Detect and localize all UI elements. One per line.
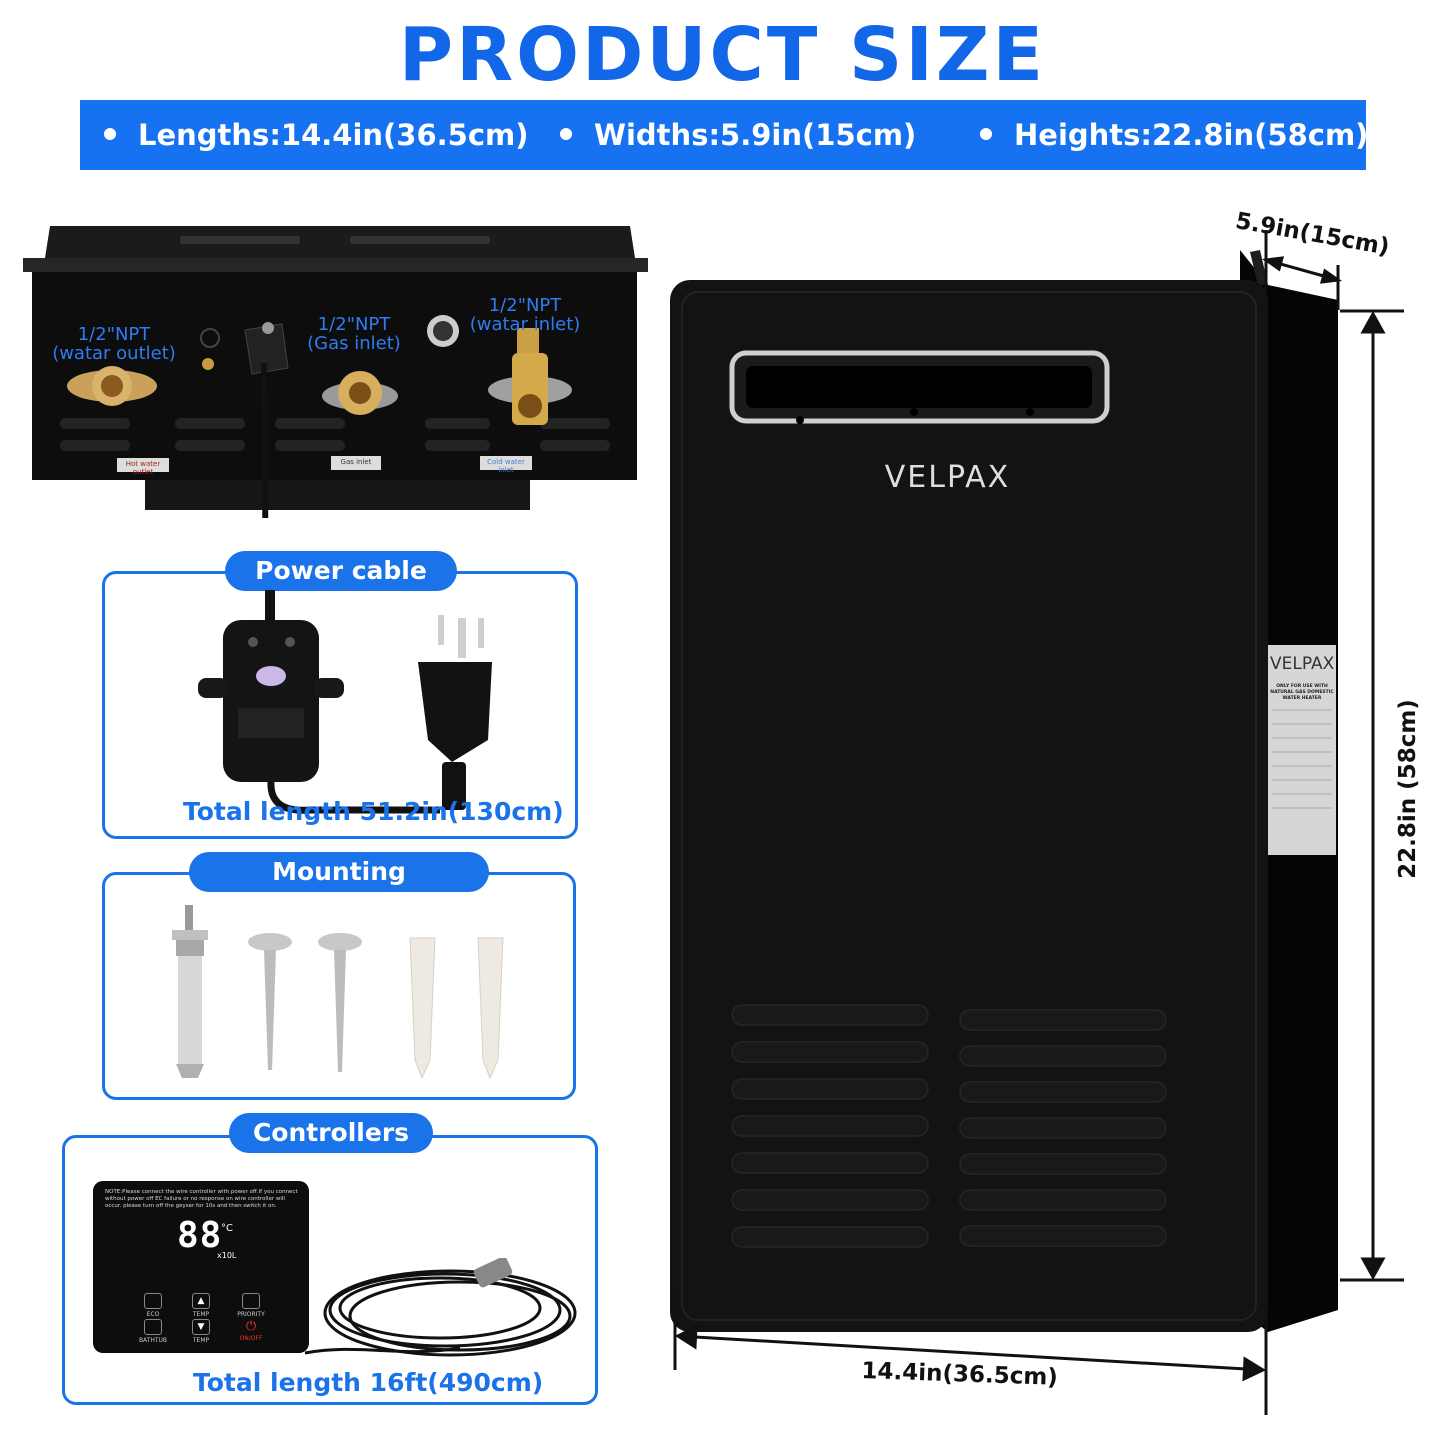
lid-vent <box>180 236 300 244</box>
controller-note: NOTE:Please connect the wire controller … <box>105 1189 298 1209</box>
wall-plug <box>409 937 436 1080</box>
bullet-icon <box>560 128 572 140</box>
port-label-water-outlet: 1/2"NPT (watar outlet) <box>52 324 176 364</box>
button-eco[interactable]: ECO <box>141 1293 165 1318</box>
screw <box>318 933 362 1072</box>
page-title: PRODUCT SIZE <box>398 12 1047 98</box>
port-label-gas-inlet: 1/2"NPT (Gas inlet) <box>307 314 401 354</box>
controller-unit-volume: x10L <box>217 1251 237 1260</box>
mounting-accessories-title: Mounting accessories <box>189 852 489 926</box>
button-temp-down[interactable]: ▼TEMP <box>189 1319 213 1344</box>
port-label-water-inlet: 1/2"NPT (watar inlet) <box>469 295 581 335</box>
controller-cable-length: Total length 16ft(490cm) <box>193 1368 544 1397</box>
power-cable-illustration <box>198 590 492 814</box>
connections-view-illustration <box>23 226 648 518</box>
power-icon: ⏻ <box>245 1319 257 1334</box>
bullet-icon <box>104 128 116 140</box>
bullet-icon <box>980 128 992 140</box>
wall-plug <box>477 937 504 1080</box>
tag-hot-water: Hot water outlet <box>125 460 161 476</box>
spec-height: Heights:22.8in(58cm) <box>980 100 1368 170</box>
tag-cold-water: Cold water inlet <box>487 458 525 474</box>
button-power[interactable]: ⏻ON/OFF <box>231 1319 271 1342</box>
expansion-bolt <box>172 905 208 1078</box>
wire-controller: NOTE:Please connect the wire controller … <box>93 1181 309 1353</box>
controller-cable-coil <box>304 1258 577 1357</box>
rating-label-brand: VELPAX <box>1270 654 1335 674</box>
controller-unit: °C <box>221 1223 233 1234</box>
power-cable-title: Power cable <box>225 551 457 591</box>
water-outlet-fitting <box>67 366 157 406</box>
rating-label <box>1268 645 1336 855</box>
spec-width: Widths:5.9in(15cm) <box>560 100 916 170</box>
button-priority[interactable]: PRIORITY <box>231 1293 271 1318</box>
us-plug <box>438 615 444 645</box>
button-bathtub[interactable]: BATHTUB <box>135 1319 171 1344</box>
lid-vent <box>350 236 490 244</box>
button-temp-up[interactable]: ▲TEMP <box>189 1293 213 1318</box>
power-cable-panel <box>102 571 578 839</box>
tag-gas: Gas inlet <box>340 458 372 466</box>
power-cable-length: Total length 51.2in(130cm) <box>183 797 564 826</box>
mounting-hardware-illustration <box>172 905 504 1080</box>
heater-brand: VELPAX <box>884 460 1011 495</box>
water-inlet-fitting <box>488 328 572 425</box>
gfci-plug <box>223 620 319 782</box>
controllers-title: Controllers <box>229 1113 433 1153</box>
height-measurement: 22.8in (58cm) <box>1395 699 1421 879</box>
dimension-lines <box>673 230 1404 1415</box>
controller-display: 88 <box>177 1215 223 1256</box>
screw <box>248 933 292 1070</box>
water-heater-illustration <box>670 250 1338 1332</box>
heater-front-panel <box>670 280 1268 1332</box>
rating-label-text: ONLY FOR USE WITH NATURAL GAS DOMESTIC W… <box>1270 684 1334 701</box>
spec-length: Lengths:14.4in(36.5cm) <box>104 100 529 170</box>
gas-inlet-fitting <box>322 371 398 415</box>
dimensions-bar: Lengths:14.4in(36.5cm) Widths:5.9in(15cm… <box>80 100 1368 170</box>
